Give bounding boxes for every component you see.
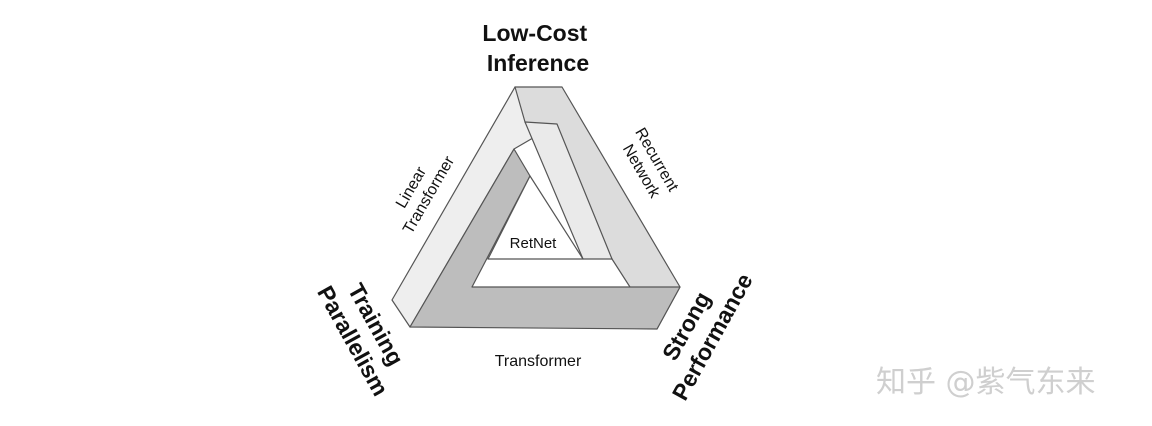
bottom-bar-face: [409, 148, 681, 330]
center-label: RetNet: [510, 235, 558, 252]
penrose-triangle: [391, 86, 681, 330]
right-bar-inner-face: [524, 121, 613, 260]
corner-top-line2: Inference: [487, 50, 589, 76]
corner-label-top: Low-Cost Inference: [482, 20, 593, 76]
edge-label-bottom: Transformer: [495, 353, 582, 370]
watermark: 知乎 @紫气东来: [876, 365, 1096, 400]
corner-top-line1: Low-Cost: [482, 20, 587, 46]
center-hole: [487, 175, 584, 260]
